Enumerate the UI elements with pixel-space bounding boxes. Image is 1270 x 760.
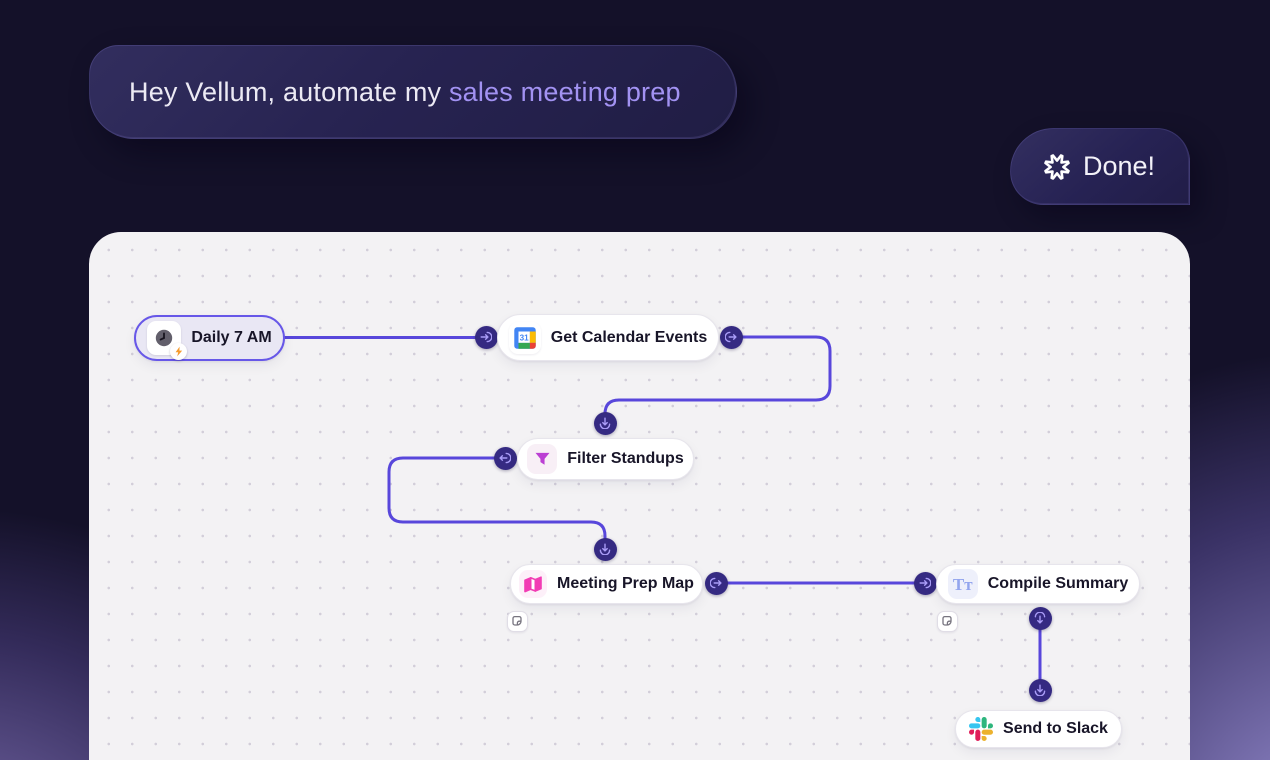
user-message-highlight: sales meeting prep <box>448 76 681 107</box>
text-style-icon: Tт <box>947 569 978 599</box>
user-chat-bubble: Hey Vellum, automate my sales meeting pr… <box>89 45 737 139</box>
edge-filter-to-map <box>387 456 607 540</box>
filter-funnel-icon <box>527 444 558 474</box>
user-message-text: Hey Vellum, automate my <box>129 76 449 107</box>
edge-connectors <box>283 335 1042 681</box>
node-compile-summary[interactable]: Tт Compile Summary <box>936 564 1140 604</box>
node-label: Daily 7 AM <box>191 329 272 346</box>
node-send-to-slack[interactable]: Send to Slack <box>955 710 1122 748</box>
vellum-sparkle-icon <box>1042 152 1072 182</box>
map-output-port[interactable] <box>704 571 728 595</box>
lightning-bolt-icon <box>170 343 188 360</box>
node-label: Meeting Prep Map <box>557 575 694 592</box>
node-label: Get Calendar Events <box>550 328 708 346</box>
map-input-port[interactable] <box>593 537 617 561</box>
map-note-button[interactable] <box>506 610 528 632</box>
assistant-chat-bubble: Done! <box>1010 128 1190 205</box>
node-filter-standups[interactable]: Filter Standups <box>517 438 694 480</box>
filter-input-port[interactable] <box>593 411 617 435</box>
note-icon <box>942 615 952 626</box>
calendar-input-port[interactable] <box>474 325 498 349</box>
svg-text:31: 31 <box>519 333 529 342</box>
summary-note-button[interactable] <box>936 610 958 632</box>
assistant-message-text: Done! <box>1083 151 1156 181</box>
slack-input-port[interactable] <box>1028 678 1052 702</box>
filter-output-port[interactable] <box>493 446 517 470</box>
text-style-glyph: Tт <box>952 574 973 594</box>
edge-calendar-to-filter <box>603 335 832 415</box>
map-icon <box>519 570 548 598</box>
calendar-output-port[interactable] <box>719 325 743 349</box>
node-daily-trigger[interactable]: Daily 7 AM <box>134 315 285 361</box>
node-label: Compile Summary <box>987 575 1129 592</box>
note-icon <box>512 615 522 626</box>
clock-schedule-icon <box>147 321 188 360</box>
summary-output-port[interactable] <box>1028 606 1052 630</box>
node-get-calendar-events[interactable]: 31 Get Calendar Events <box>497 314 719 361</box>
node-label: Send to Slack <box>1003 720 1108 737</box>
workflow-canvas[interactable]: Daily 7 AM 31 Get Calendar Events <box>89 232 1190 760</box>
google-calendar-icon: 31 <box>508 321 541 354</box>
summary-input-port[interactable] <box>913 571 937 595</box>
slack-icon <box>969 717 994 741</box>
node-meeting-prep-map[interactable]: Meeting Prep Map <box>510 564 703 604</box>
node-label: Filter Standups <box>567 450 684 467</box>
